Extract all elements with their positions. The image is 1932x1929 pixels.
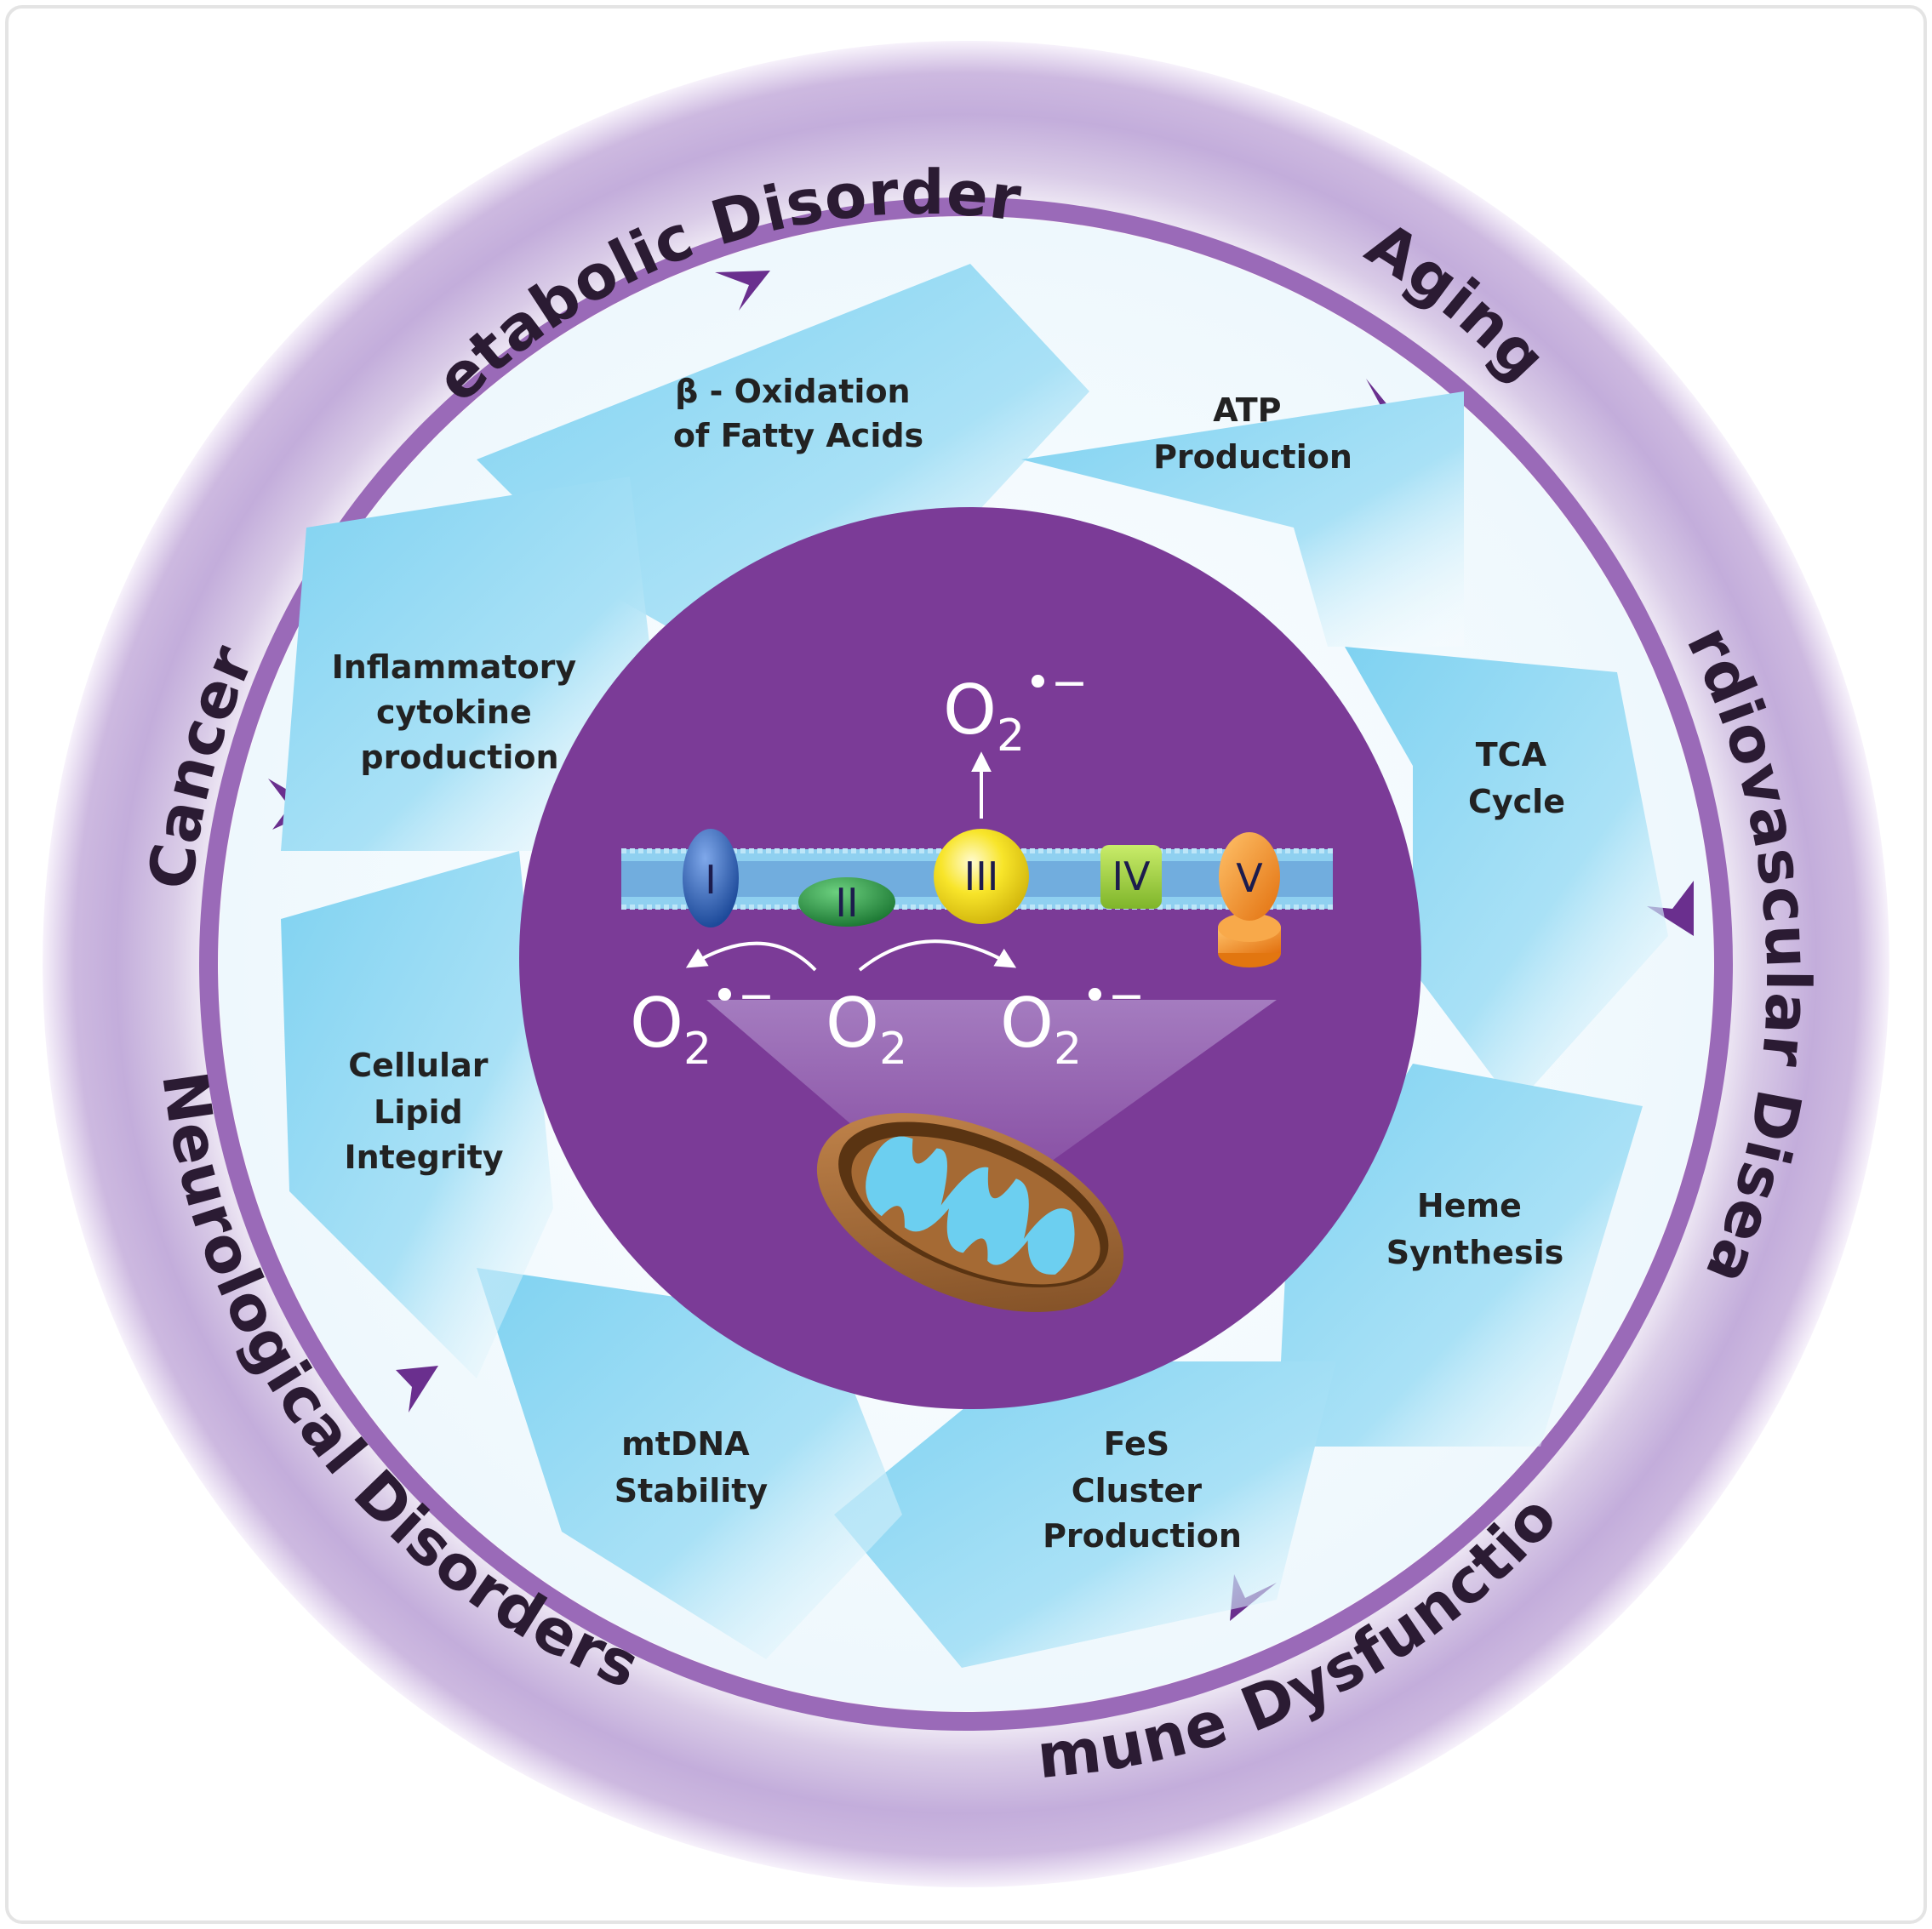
complex-v-head bbox=[1219, 832, 1280, 921]
arrow-fes bbox=[834, 1361, 1336, 1668]
label-tca-cycle: TCA Cycle bbox=[1468, 736, 1565, 820]
disease-cycle-ring bbox=[199, 197, 1733, 1731]
complex-ii-label: II bbox=[835, 880, 858, 926]
complex-V: V bbox=[1218, 832, 1281, 967]
label-fes-cluster: FeS Cluster Production bbox=[1043, 1425, 1242, 1555]
complex-iii-label: III bbox=[964, 853, 999, 899]
superoxide-top: O2•− bbox=[943, 658, 1088, 762]
label-beta-oxidation: β - Oxidation of Fatty Acids bbox=[673, 373, 923, 454]
complex-v-label: V bbox=[1236, 855, 1263, 901]
complex-IV: IV bbox=[1100, 845, 1162, 909]
label-heme-synthesis: Heme Synthesis bbox=[1386, 1187, 1563, 1271]
process-labels: β - Oxidation of Fatty Acids ATP Product… bbox=[332, 373, 1565, 1555]
ring-arrow-3 bbox=[1647, 881, 1694, 936]
projection-cone bbox=[706, 1000, 1277, 1183]
label-mtdna-stability: mtDNA Stability bbox=[614, 1425, 769, 1510]
center-disc bbox=[519, 507, 1421, 1409]
complex-iv-label: IV bbox=[1112, 853, 1151, 899]
mitochondrion-icon bbox=[816, 1113, 1124, 1312]
arrow-lipid bbox=[281, 851, 553, 1378]
complex-i-shape bbox=[683, 829, 739, 927]
complex-II: II bbox=[798, 877, 895, 927]
curved-arrow-left bbox=[685, 941, 817, 972]
complex-iv-shape bbox=[1100, 845, 1162, 909]
label-cytokine-production: Inflammatory cytokine production bbox=[332, 648, 588, 776]
complex-III: III bbox=[934, 829, 1029, 924]
ring-arrow-5 bbox=[396, 1366, 438, 1413]
curved-arrow-right bbox=[858, 939, 1017, 972]
label-lipid-integrity: Cellular Lipid Integrity bbox=[344, 1047, 503, 1176]
complex-v-top bbox=[1218, 913, 1281, 942]
complex-iii-shape bbox=[934, 829, 1029, 924]
oxygen-center: O2 bbox=[826, 984, 907, 1075]
complex-ii-shape bbox=[798, 877, 895, 927]
superoxide-right: O2•− bbox=[1000, 971, 1145, 1075]
label-atp-production: ATP Production bbox=[1153, 391, 1352, 476]
arrow-tca bbox=[1345, 647, 1668, 1106]
ring-arrow-1 bbox=[715, 271, 770, 311]
complex-i-label: I bbox=[705, 857, 717, 903]
arrow-atp bbox=[1021, 391, 1464, 647]
complex-I: I bbox=[683, 829, 739, 927]
mitochondrion-cristae bbox=[866, 1136, 1075, 1275]
superoxide-left: O2•− bbox=[630, 971, 775, 1075]
